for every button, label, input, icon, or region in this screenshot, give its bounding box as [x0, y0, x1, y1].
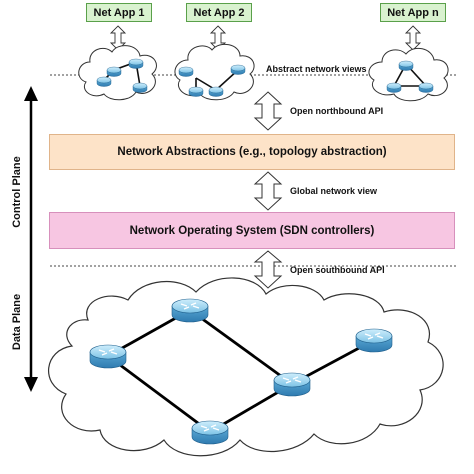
southbound-api-label: Open southbound API — [290, 265, 385, 275]
network-abstractions-box: Network Abstractions (e.g., topology abs… — [49, 134, 455, 170]
abstract-views-label: Abstract network views — [266, 64, 367, 74]
net-app-n-label: Net App n — [387, 6, 439, 19]
plane-arrow — [24, 86, 38, 392]
data-plane-cloud — [48, 277, 444, 457]
network-os-box: Network Operating System (SDN controller… — [49, 212, 455, 249]
net-app-n-box: Net App n — [380, 3, 446, 22]
control-plane-label: Control Plane — [11, 156, 23, 228]
layer-arrows — [253, 91, 283, 289]
network-abstractions-label: Network Abstractions (e.g., topology abs… — [117, 146, 387, 158]
net-app-2-box: Net App 2 — [186, 3, 252, 22]
app-arrows — [109, 25, 422, 51]
network-os-label: Network Operating System (SDN controller… — [129, 224, 375, 237]
data-plane-label: Data Plane — [11, 293, 23, 351]
net-app-1-label: Net App 1 — [93, 6, 145, 19]
net-app-2-label: Net App 2 — [193, 6, 245, 19]
northbound-api-label: Open northbound API — [290, 106, 384, 116]
net-app-1-box: Net App 1 — [86, 3, 152, 22]
global-view-label: Global network view — [290, 186, 378, 196]
